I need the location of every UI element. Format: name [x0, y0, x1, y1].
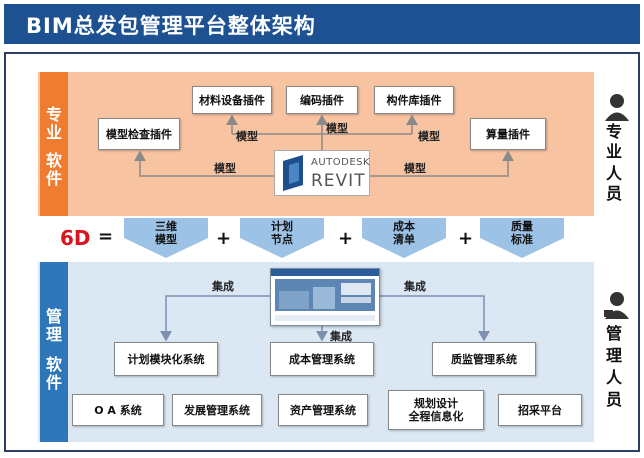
system-development: 发展管理系统	[172, 394, 262, 426]
system-planning-design: 规划设计 全程信息化	[388, 390, 484, 430]
revit-icon	[283, 155, 303, 191]
side-char: 业	[45, 123, 62, 142]
side-char: 专	[45, 105, 62, 124]
professional-software-side-label: 专 业 软 件	[40, 72, 68, 216]
manager-person-icon	[604, 292, 629, 319]
connector-line	[160, 295, 270, 342]
six-d-label: 6D	[60, 226, 91, 250]
equals-sign: =	[98, 226, 114, 247]
platform-thumbnail-image	[271, 269, 379, 321]
edge-label-integration: 集成	[330, 330, 352, 343]
component-label: 质量 标准	[511, 220, 533, 246]
edge-label-model: 模型	[418, 130, 440, 143]
edge-label-model: 模型	[404, 162, 426, 175]
chevron-arrow-icon	[362, 218, 446, 258]
right-char: 员	[605, 184, 622, 203]
chevron-arrow-icon	[124, 218, 208, 258]
plugin-quantity: 算量插件	[470, 118, 546, 150]
component-plan-nodes: 计划 节点	[240, 218, 324, 258]
component-quality-standard: 质量 标准	[480, 218, 564, 258]
system-assets: 资产管理系统	[278, 394, 368, 426]
component-label: 三维 模型	[155, 220, 177, 246]
right-char: 员	[605, 390, 622, 409]
edge-label-integration: 集成	[404, 280, 426, 293]
side-char: 管	[45, 307, 62, 326]
side-char: 理	[45, 325, 62, 344]
edge-label-model: 模型	[326, 122, 348, 135]
system-procurement: 招采平台	[498, 394, 582, 426]
chevron-arrow-icon	[480, 218, 564, 258]
connector-line	[380, 295, 490, 342]
connector-line	[370, 150, 514, 177]
component-3d-model: 三维 模型	[124, 218, 208, 258]
side-char: 件	[45, 169, 62, 188]
right-char: 业	[605, 142, 622, 161]
right-char: 专	[605, 122, 622, 141]
plus-sign: +	[216, 228, 232, 249]
plus-sign: +	[458, 228, 474, 249]
system-planning-module: 计划模块化系统	[114, 342, 218, 376]
person-icon	[605, 94, 629, 121]
edge-label-integration: 集成	[212, 280, 234, 293]
plugin-component-library: 构件库插件	[374, 86, 454, 114]
edge-label-model: 模型	[236, 130, 258, 143]
connector-line	[134, 150, 274, 177]
revit-logo: AUTODESK REVIT	[274, 150, 370, 196]
right-char: 管	[605, 324, 622, 343]
page-title: BIM总发包管理平台整体架构	[26, 14, 316, 38]
side-char: 软	[45, 151, 62, 170]
platform-screenshot	[270, 268, 380, 326]
system-quality-supervision: 质监管理系统	[432, 342, 536, 376]
management-software-side-label: 管 理 软 件	[40, 262, 68, 442]
plugin-coding: 编码插件	[286, 86, 358, 114]
component-label: 成本 清单	[393, 220, 415, 246]
title-bar: BIM总发包管理平台整体架构	[4, 4, 640, 44]
component-label: 计划 节点	[271, 220, 293, 246]
edge-label-model: 模型	[214, 162, 236, 175]
right-char: 人	[605, 368, 622, 387]
revit-product: REVIT	[311, 171, 366, 191]
system-cost-management: 成本管理系统	[270, 342, 374, 376]
side-char: 软	[45, 355, 62, 374]
component-cost-list: 成本 清单	[362, 218, 446, 258]
system-oa: O A 系统	[72, 394, 164, 426]
revit-brand: AUTODESK	[311, 157, 371, 168]
plus-sign: +	[338, 228, 354, 249]
right-char: 人	[605, 164, 622, 183]
plugin-model-check: 模型检查插件	[98, 118, 180, 150]
side-char: 件	[45, 373, 62, 392]
diagram-frame	[4, 52, 640, 452]
chevron-arrow-icon	[240, 218, 324, 258]
right-char: 理	[605, 346, 622, 365]
plugin-material-equipment: 材料设备插件	[192, 86, 272, 114]
